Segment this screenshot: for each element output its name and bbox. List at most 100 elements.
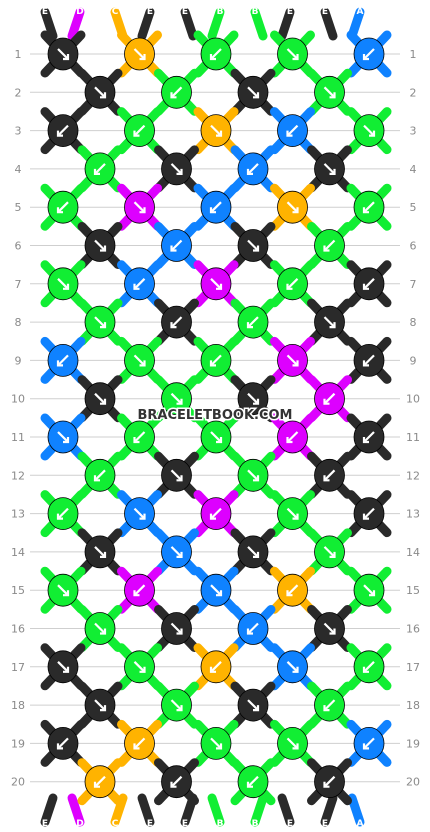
knot-arrow-head — [323, 475, 330, 482]
knot-arrow — [210, 48, 222, 60]
knot-arrow — [170, 469, 183, 482]
knot-arrow-head — [362, 666, 369, 673]
knot-arrow-head — [63, 590, 70, 597]
knot-arrow — [133, 48, 146, 60]
knot-arrow — [247, 622, 259, 635]
row-number-left: 10 — [11, 393, 25, 406]
knot-arrow-head — [329, 628, 336, 635]
knot-arrow — [363, 584, 375, 596]
knot-arrow-head — [362, 437, 369, 444]
strand-label-bottom: C — [112, 819, 119, 829]
row-number-left: 13 — [11, 508, 25, 521]
thread-segment — [277, 793, 295, 827]
knot-arrow — [170, 775, 183, 788]
knot-arrow — [57, 661, 69, 673]
knot-arrow-head — [100, 245, 107, 252]
knot-arrow — [210, 201, 222, 213]
knot-arrow-head — [286, 437, 293, 444]
knot-arrow — [170, 392, 183, 405]
knot-arrow-head — [139, 513, 146, 520]
knot-arrow-head — [209, 360, 216, 367]
knot-arrow-head — [253, 398, 260, 405]
knot-arrow — [210, 354, 222, 367]
row-number-right: 6 — [410, 240, 417, 253]
knot-arrow — [57, 737, 69, 750]
thread-segment — [40, 793, 58, 827]
row-number-right: 4 — [410, 163, 417, 176]
knot-arrow-head — [253, 245, 260, 252]
row-number-right: 12 — [406, 469, 420, 482]
knot-arrow — [57, 124, 69, 137]
knot-arrow-head — [323, 398, 330, 405]
knot-arrow — [247, 86, 259, 99]
knot-arrow — [170, 316, 183, 328]
knot-arrow — [94, 775, 106, 788]
knot-arrow-head — [246, 781, 253, 788]
knot-arrow-head — [209, 54, 216, 61]
thread-segment — [277, 7, 295, 41]
knot-arrow-head — [292, 666, 299, 673]
knot-arrow-head — [133, 283, 140, 290]
knot-arrow-head — [246, 628, 253, 635]
knot-arrow — [94, 86, 106, 99]
knot-arrow-head — [209, 207, 216, 214]
row-number-left: 20 — [11, 776, 25, 789]
strand-label-top: D — [76, 7, 83, 17]
knot-arrow-head — [100, 628, 107, 635]
knot-arrow-head — [329, 322, 336, 329]
strand-label-bottom: E — [287, 819, 293, 829]
row-number-right: 10 — [406, 393, 420, 406]
knot-arrow-head — [286, 283, 293, 290]
thread-segment — [67, 793, 85, 827]
knot-arrow-head — [56, 130, 63, 137]
strand-label-top: E — [182, 7, 188, 17]
row-number-right: 16 — [406, 623, 420, 636]
knot-arrow-head — [209, 666, 216, 673]
row-number-right: 15 — [406, 584, 420, 597]
knot-arrow-head — [292, 54, 299, 61]
row-number-left: 6 — [15, 240, 22, 253]
knot-arrow-head — [329, 551, 336, 559]
thread-segment — [250, 7, 268, 41]
row-number-right: 3 — [410, 125, 417, 138]
strand-label-bottom: E — [42, 819, 48, 829]
knot-arrow-head — [216, 130, 223, 137]
knot-arrow-head — [63, 437, 70, 444]
knot-arrow — [57, 48, 69, 60]
knot-arrow-head — [323, 245, 330, 252]
knot-arrow — [363, 354, 375, 367]
knot-arrow-head — [176, 705, 183, 712]
knot-arrow-head — [139, 207, 146, 214]
thread-segment — [320, 793, 338, 827]
knot-arrow-head — [253, 475, 260, 482]
strand-label-bottom: D — [76, 819, 83, 829]
knot-arrow — [363, 201, 375, 213]
knot-arrow-head — [362, 283, 369, 290]
knot-arrow — [247, 163, 259, 175]
knot-arrow-head — [216, 437, 223, 444]
knot-arrow-head — [63, 54, 70, 61]
strand-label-top: E — [322, 7, 328, 17]
knot-arrow — [210, 507, 222, 520]
thread-segment — [137, 7, 155, 41]
knot-arrow-head — [209, 513, 216, 520]
knot-arrow — [286, 431, 299, 443]
knot-arrow — [323, 775, 336, 788]
knot-arrow-head — [292, 360, 299, 367]
knot-arrow — [286, 48, 299, 60]
row-number-left: 17 — [11, 661, 25, 674]
strand-label-top: E — [287, 7, 293, 17]
knot-arrow-head — [133, 130, 140, 137]
knot-arrow-head — [100, 705, 107, 712]
knot-arrow — [57, 507, 69, 520]
strand-label-top: C — [112, 7, 119, 17]
knot-arrow — [323, 469, 336, 482]
watermark-text: BRACELETBOOK.COM — [138, 408, 293, 423]
knot-arrow — [247, 392, 259, 405]
knot-arrow-head — [176, 551, 183, 559]
knot-arrow-head — [100, 92, 107, 99]
row-number-left: 11 — [11, 431, 25, 444]
